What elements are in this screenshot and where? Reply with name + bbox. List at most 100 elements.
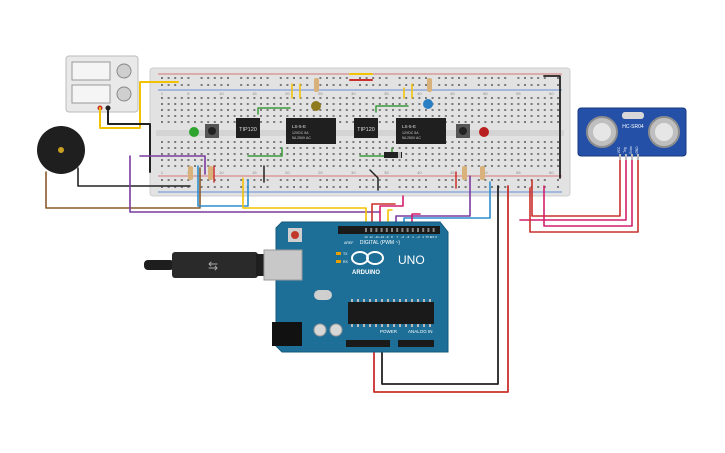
digital-pin-label: TX 1 [425,235,432,239]
breadboard-col-number: 25 [318,91,323,96]
digital-pin [380,228,383,232]
pushbutton-left [205,124,219,138]
sensor-pin-label: GND [635,146,639,154]
tx-label: TX [343,252,348,256]
sensor-label: HC-SR04 [622,124,644,130]
rx-label: RX [343,260,349,264]
breadboard-col-number: 30 [351,170,356,175]
piezo-buzzer [37,126,85,174]
usb-cable: ⇆ [144,252,266,278]
breadboard-col-number: 25 [318,170,323,175]
digital-pin [411,228,414,232]
pushbutton-right [456,124,470,138]
digital-pin-label: ~9 [385,235,389,239]
breadboard-holes [161,77,559,188]
breadboard-col-number: 45 [450,91,455,96]
usb-icon: ⇆ [208,259,218,273]
digital-pin-label: 7 [396,235,398,239]
arduino-logo [351,251,384,265]
digital-pin [385,228,388,232]
digital-pin-label: ~3 [416,235,420,239]
transistor-right-label: TIP120 [357,127,375,133]
digital-pin [396,228,399,232]
transistor-left: TIP120 [236,118,260,138]
board-components: TIP120 TIP120 LS-5-E 12VDC 5A 5A 250V AC… [188,78,489,180]
digital-pin [401,228,404,232]
sensor-pin-label: VCC [617,146,621,153]
relay-right-title: LS-5-E [402,124,416,129]
digital-pin [365,228,367,232]
breadboard-col-number: 5 [187,91,190,96]
transistor-right: TIP120 [354,118,378,138]
relay-left: LS-5-E 12VDC 5A 5A 250V AC [286,118,336,144]
relay-left-line2: 5A 250V AC [292,136,311,140]
digital-pin-label: ~5 [406,235,410,239]
digital-pin-label: 13 [364,235,368,239]
breadboard-col-number: 10 [219,91,224,96]
breadboard-col-number: 55 [516,170,521,175]
sensor-pin [625,154,627,160]
arduino-model: UNO [398,253,425,267]
resistor [188,78,485,180]
relay-right-line1: 12VDC 5A [402,131,419,135]
breadboard-col-number: 20 [285,91,290,96]
chip-legs [351,299,431,327]
digital-pin [422,228,425,232]
led-green [189,127,199,137]
breadboard-col-number: 40 [417,91,422,96]
breadboard-col-number: 30 [351,91,356,96]
breadboard-col-number: 20 [285,170,290,175]
led-red [479,127,489,137]
led-yellow [311,101,321,111]
sensor-pin [631,154,633,160]
wires [45,73,639,393]
analog-label: ANALOG IN [408,329,433,334]
sensor-pin [637,154,639,160]
power-supply [65,55,139,113]
digital-pin-label: 12 [370,235,374,239]
digital-pin-label: 2 [422,235,424,239]
sensor-pin-label: Echo [629,146,633,153]
breadboard-col-number: 50 [483,170,488,175]
digital-pin-label: RX 0 [430,235,437,239]
sensor-pin [619,154,621,160]
relay-right: LS-5-E 12VDC 5A 5A 250V AC [396,118,446,144]
power-label: POWER [380,329,398,334]
relay-right-line2: 5A 250V AC [402,136,421,140]
diode [384,152,402,158]
digital-pin [406,228,409,232]
breadboard-col-number: 15 [252,91,257,96]
digital-pin [370,228,373,232]
digital-pin [391,228,393,232]
sensor-pin-label: Trig [623,147,627,153]
led-blue [423,99,433,109]
digital-pin-label: 8 [391,235,393,239]
breadboard-col-number: 10 [219,170,224,175]
digital-pin-label: ~11 [374,235,379,239]
breadboard-col-number: 1 [161,170,164,175]
transistor-left-label: TIP120 [239,127,257,133]
digital-pin [375,228,378,232]
breadboard-col-number: 45 [450,170,455,175]
aref-label: AREF [344,241,353,245]
digital-pin [427,228,430,232]
breadboard-col-number: 50 [483,91,488,96]
breadboard-col-number: 55 [516,91,521,96]
breadboard-col-number: 35 [384,91,389,96]
breadboard-col-number: 35 [384,170,389,175]
breadboard-col-number: 1 [161,91,164,96]
digital-pin [417,228,419,232]
breadboard-col-number: 60 [549,170,554,175]
relay-left-line1: 12VDC 5A [292,131,309,135]
digital-pin [432,228,435,232]
digital-label: DIGITAL (PWM ~) [360,240,400,246]
digital-pin-label: 4 [412,235,414,239]
breadboard-col-number: 40 [417,170,422,175]
arduino-brand: ARDUINO [352,270,380,276]
digital-pin-label: ~10 [379,235,384,239]
